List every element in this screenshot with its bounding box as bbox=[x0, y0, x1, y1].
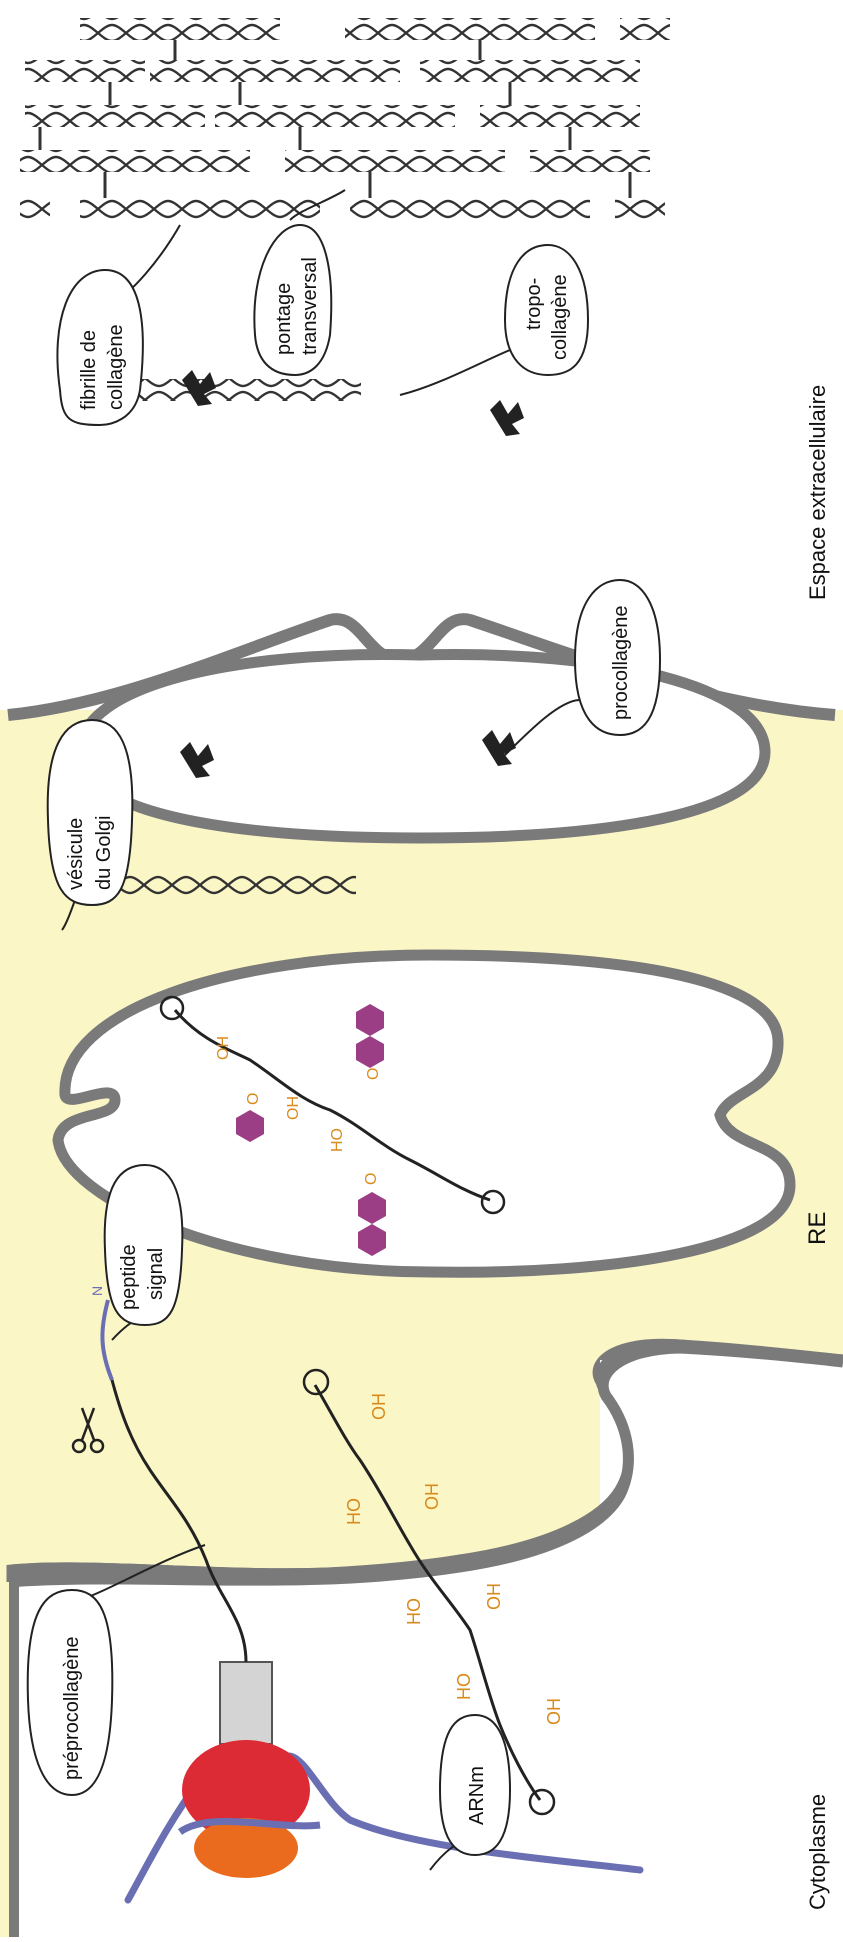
golgi-ho-1: HO bbox=[329, 1128, 346, 1152]
golgi-o-2: O bbox=[363, 1173, 380, 1185]
signal-peptide-label-line2: signal bbox=[145, 1248, 167, 1300]
oh-label-3: OH bbox=[484, 1583, 504, 1610]
tropocollagen-label-line2: collagène bbox=[549, 274, 571, 360]
n-terminus-label: N bbox=[89, 1286, 105, 1296]
golgi-o-1: O bbox=[245, 1093, 262, 1105]
region-label-er: RE bbox=[804, 1212, 831, 1245]
fibril-label-line1: fibrille de bbox=[78, 330, 100, 410]
ho-label-3: HO bbox=[454, 1673, 474, 1700]
golgi-vesicle bbox=[80, 655, 765, 838]
signal-peptide-label-line1: peptide bbox=[118, 1244, 140, 1310]
preprocollagen-label: préprocollagène bbox=[61, 1637, 83, 1780]
mrna-label: ARNm bbox=[466, 1766, 488, 1825]
tropocollagen-label-line1: tropo- bbox=[523, 278, 545, 330]
tropocollagen-helix bbox=[121, 379, 361, 401]
golgi-oh-2: OH bbox=[285, 1096, 302, 1120]
fibril-label-line2: collagène bbox=[105, 324, 127, 410]
crosslink-label-line1: pontage bbox=[273, 283, 295, 355]
golgi-oh-1: OH bbox=[215, 1036, 232, 1060]
ho-label-2: HO bbox=[404, 1598, 424, 1625]
golgi-label-line2: du Golgi bbox=[93, 816, 115, 891]
golgi-label-line1: vésicule bbox=[65, 818, 87, 890]
oh-label-4: OH bbox=[544, 1698, 564, 1725]
procollagen-label: procollagène bbox=[610, 605, 632, 720]
crosslink-label-line2: transversal bbox=[299, 257, 321, 355]
procollagen-helix bbox=[106, 874, 356, 896]
region-label-cytoplasm: Cytoplasme bbox=[805, 1794, 830, 1910]
oh-label-2: OH bbox=[422, 1483, 442, 1510]
translocon bbox=[220, 1662, 272, 1744]
golgi-o-3: O bbox=[365, 1068, 382, 1080]
ho-label-1: HO bbox=[344, 1498, 364, 1525]
oh-label-1: OH bbox=[369, 1393, 389, 1420]
region-label-extracellular: Espace extracellulaire bbox=[805, 385, 830, 600]
